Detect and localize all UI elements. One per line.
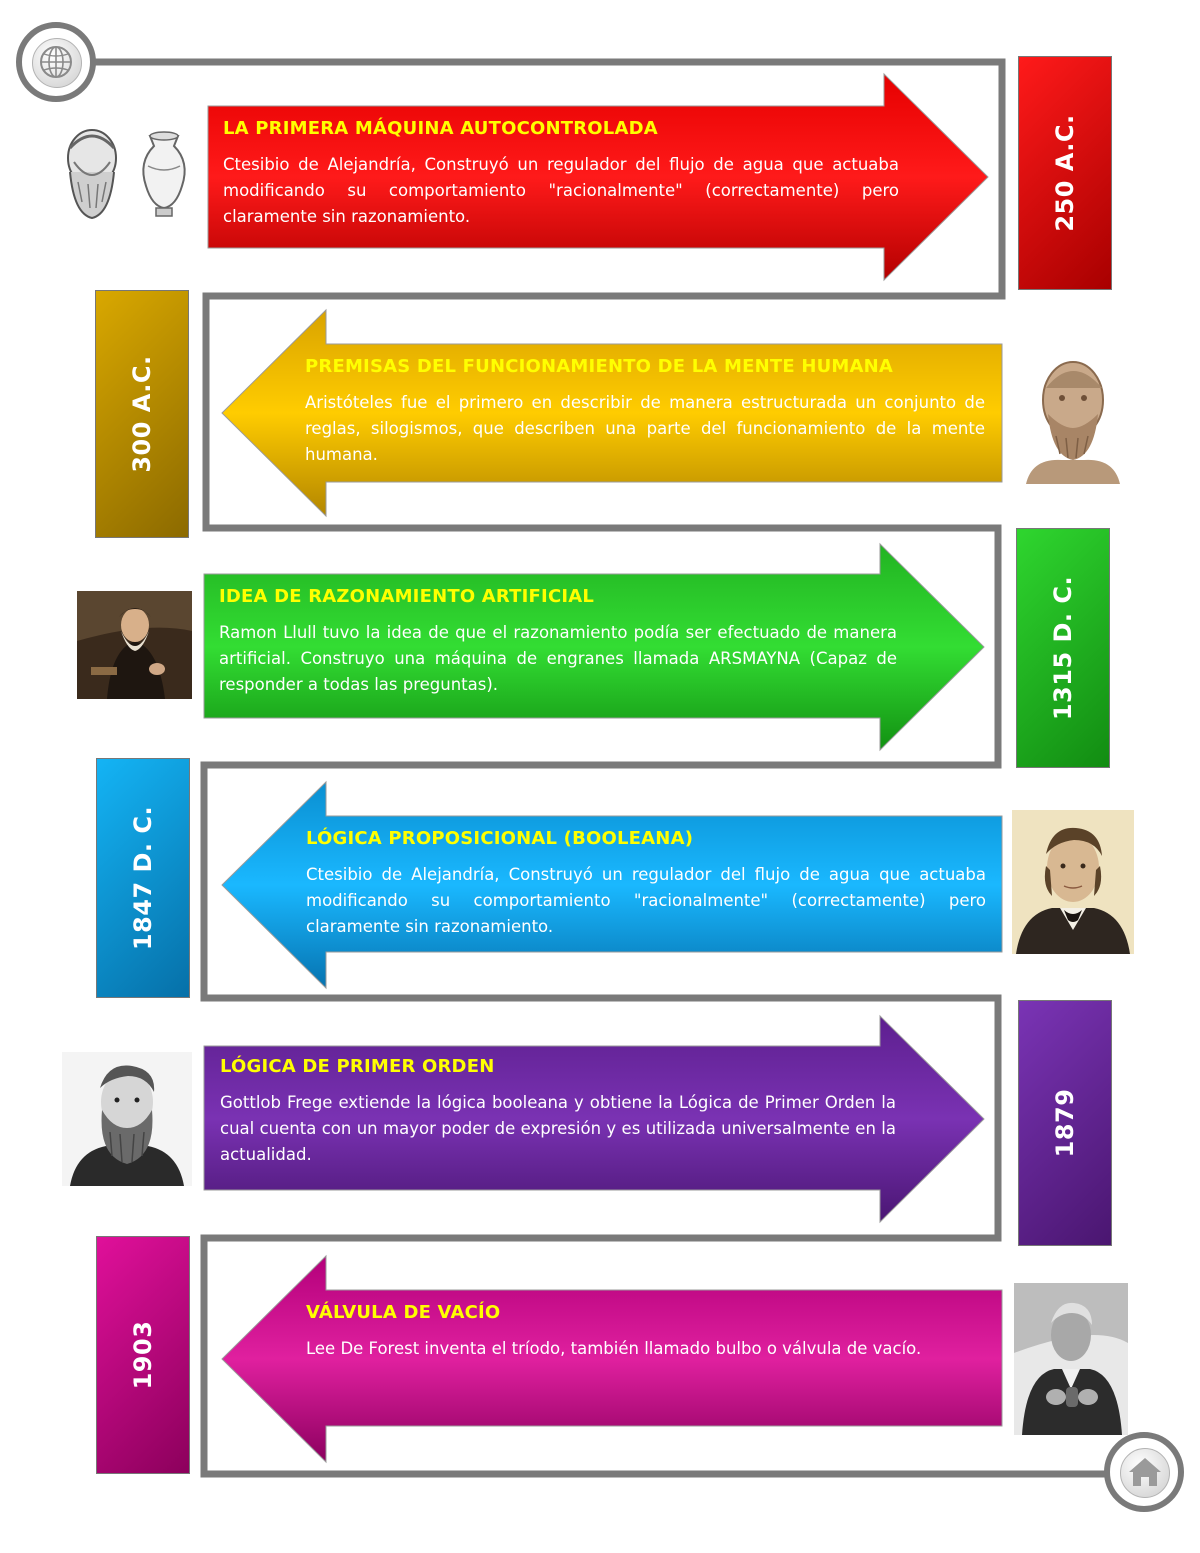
heron-bust-and-vessel-icon	[52, 122, 202, 226]
arrow-shape-6	[221, 1254, 1003, 1464]
event-body-3: Ramon Llull tuvo la idea de que el razon…	[219, 623, 897, 694]
arrow-shape-4	[221, 780, 1003, 990]
date-label-2: 300 A.C.	[128, 355, 156, 473]
date-box-5: 1879	[1018, 1000, 1112, 1246]
arrow-shape-3	[203, 542, 985, 752]
globe-icon[interactable]	[16, 22, 96, 102]
event-body-5: Gottlob Frege extiende la lógica boolean…	[220, 1093, 896, 1164]
date-box-2: 300 A.C.	[95, 290, 189, 538]
event-title-2: PREMISAS DEL FUNCIONAMIENTO DE LA MENTE …	[305, 356, 894, 377]
arrow-shape-2	[221, 308, 1003, 518]
event-arrow-6: VÁLVULA DE VACÍO Lee De Forest inventa e…	[221, 1254, 1003, 1464]
lee-de-forest-photo-icon	[1014, 1283, 1128, 1435]
event-arrow-3: IDEA DE RAZONAMIENTO ARTIFICIAL Ramon Ll…	[203, 542, 985, 752]
event-body-6: Lee De Forest inventa el tríodo, también…	[306, 1339, 922, 1358]
event-body-4: Ctesibio de Alejandría, Construyó un reg…	[306, 865, 986, 936]
event-title-1: LA PRIMERA MÁQUINA AUTOCONTROLADA	[223, 118, 658, 139]
event-arrow-2: PREMISAS DEL FUNCIONAMIENTO DE LA MENTE …	[221, 308, 1003, 518]
event-title-6: VÁLVULA DE VACÍO	[306, 1302, 501, 1323]
event-title-3: IDEA DE RAZONAMIENTO ARTIFICIAL	[219, 586, 595, 607]
event-arrow-4: LÓGICA PROPOSICIONAL (BOOLEANA) Ctesibio…	[221, 780, 1003, 990]
event-body-1: Ctesibio de Alejandría, Construyó un reg…	[223, 155, 899, 226]
date-label-4: 1847 D. C.	[129, 805, 157, 951]
date-box-4: 1847 D. C.	[96, 758, 190, 998]
date-label-6: 1903	[129, 1320, 157, 1390]
date-label-1: 250 A.C.	[1051, 114, 1079, 232]
ramon-llull-painting-icon	[77, 591, 192, 699]
arrow-shape-5	[203, 1014, 985, 1224]
event-arrow-1: LA PRIMERA MÁQUINA AUTOCONTROLADA Ctesib…	[207, 72, 989, 282]
event-title-5: LÓGICA DE PRIMER ORDEN	[220, 1056, 495, 1077]
aristotle-bust-icon	[1012, 348, 1134, 484]
date-box-3: 1315 D. C.	[1016, 528, 1110, 768]
date-box-1: 250 A.C.	[1018, 56, 1112, 290]
arrow-shape-1	[207, 72, 989, 282]
event-body-2: Aristóteles fue el primero en describir …	[305, 393, 985, 464]
gottlob-frege-portrait-icon	[62, 1052, 192, 1186]
george-boole-portrait-icon	[1012, 810, 1134, 954]
date-label-3: 1315 D. C.	[1049, 575, 1077, 721]
event-title-4: LÓGICA PROPOSICIONAL (BOOLEANA)	[306, 828, 694, 849]
event-arrow-5: LÓGICA DE PRIMER ORDEN Gottlob Frege ext…	[203, 1014, 985, 1224]
date-label-5: 1879	[1051, 1088, 1079, 1158]
date-box-6: 1903	[96, 1236, 190, 1474]
home-icon[interactable]	[1104, 1432, 1184, 1512]
